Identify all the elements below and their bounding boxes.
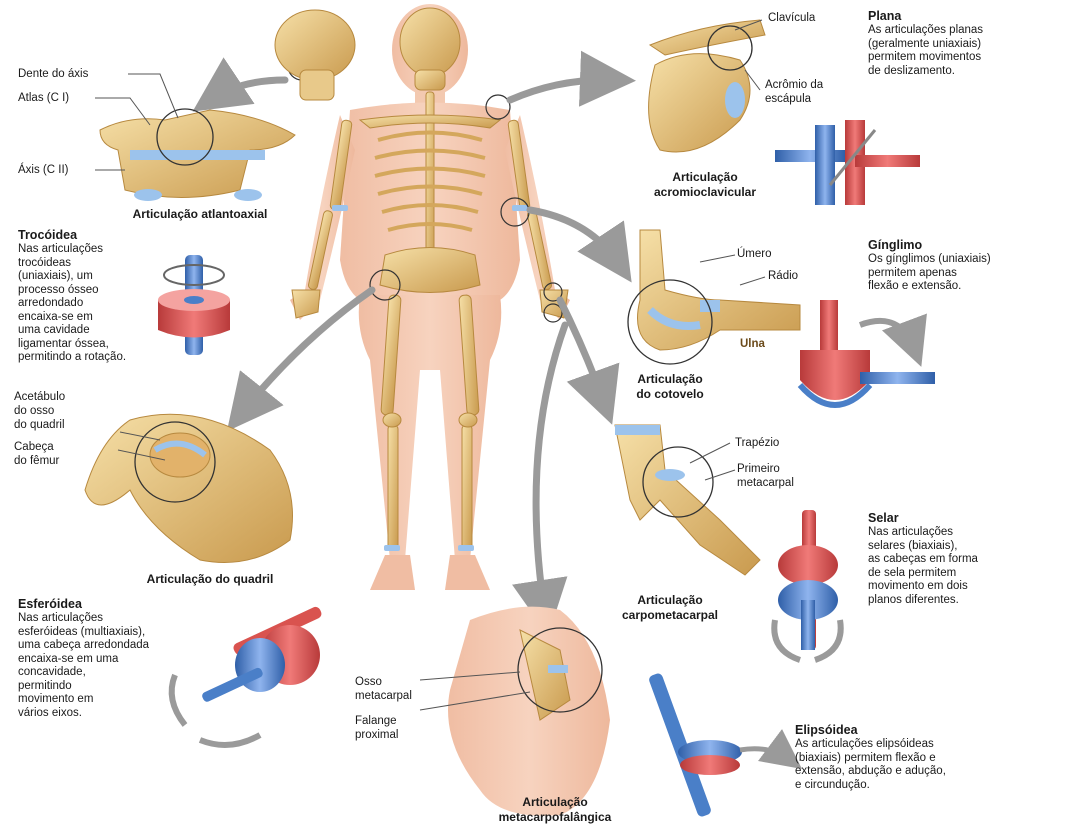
desc-elipsoidea: As articulações elipsóideas(biaxiais) pe… xyxy=(795,738,946,792)
title-esferoidea: Esferóidea xyxy=(18,597,82,612)
selar-model xyxy=(774,510,840,660)
label-atlas: Atlas (C I) xyxy=(18,91,69,105)
title-trocoidea: Trocóidea xyxy=(18,228,77,243)
skull-inset xyxy=(275,10,355,100)
hand-illustration xyxy=(420,607,610,816)
atlantoaxial-bone xyxy=(100,109,295,201)
elipsoidea-model xyxy=(648,672,790,818)
acromio-bone xyxy=(649,20,765,152)
title-plana: Plana xyxy=(868,9,901,24)
label-dente-do-axis: Dente do áxis xyxy=(18,67,88,81)
title-selar: Selar xyxy=(868,511,899,526)
title-ginglimo: Gínglimo xyxy=(868,238,922,253)
esferoidea-model xyxy=(172,605,323,745)
elbow-bone xyxy=(628,230,800,364)
label-axis: Áxis (C II) xyxy=(18,163,68,177)
caption-quadril: Articulação do quadril xyxy=(110,572,310,587)
title-elipsoidea: Elipsóidea xyxy=(795,723,858,738)
label-clavicula: Clavícula xyxy=(768,11,815,25)
plana-model xyxy=(775,120,920,205)
desc-plana: As articulações planas(geralmente uniaxi… xyxy=(868,24,983,78)
label-radio: Rádio xyxy=(768,269,798,283)
label-trapezio: Trapézio xyxy=(735,436,779,450)
label-ulna: Ulna xyxy=(740,337,765,351)
label-umero: Úmero xyxy=(737,247,772,261)
ginglimo-model xyxy=(800,300,935,405)
hip-bone xyxy=(85,414,293,562)
caption-atlantoaxial: Articulação atlantoaxial xyxy=(100,207,300,222)
trocoidea-model xyxy=(158,255,230,355)
